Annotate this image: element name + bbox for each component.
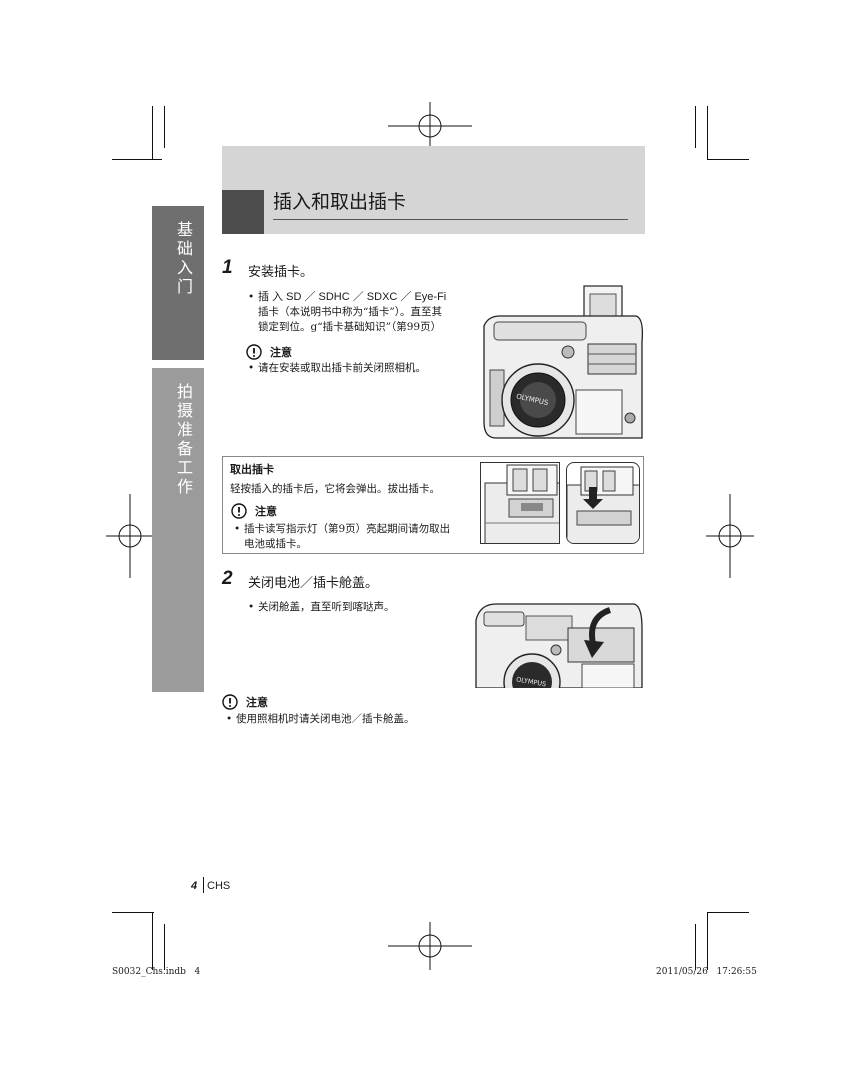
caution-label: 注意 — [270, 346, 292, 359]
page-number-divider — [203, 877, 204, 893]
step-1-bullet: • 插 入 SD ／ SDHC ／ SDXC ／ Eye-Fi 插卡（本说明书中… — [248, 290, 468, 335]
step-1-caution-text: •请在安装或取出插卡前关闭照相机。 — [248, 362, 426, 374]
caution-icon — [222, 694, 238, 710]
camera-illustration — [566, 462, 640, 544]
step-2-bullet-text: 关闭舱盖，直至听到喀哒声。 — [258, 601, 395, 613]
registration-mark-icon — [706, 494, 754, 578]
bottom-caution-text: •使用照相机时请关闭电池／插卡舱盖。 — [226, 713, 415, 725]
caution-icon — [231, 503, 247, 519]
remove-card-text: 轻按插入的插卡后，它将会弹出。拔出插卡。 — [230, 483, 440, 495]
step-1-caution: 注意 — [246, 344, 292, 360]
file-name: S0032_Chs.indb 4 — [112, 967, 201, 977]
side-tab-basics: 基础入门 — [152, 206, 204, 360]
caution-text: 使用照相机时请关闭电池／插卡舱盖。 — [236, 713, 415, 725]
side-tab-basics-label: 基础入门 — [176, 220, 193, 296]
language-code: CHS — [207, 880, 231, 892]
remove-card-caution-text: • 插卡读写指示灯（第9页）亮起期间请勿取出 电池或插卡。 — [234, 522, 474, 552]
camera-illustration: OLYMPUS — [483, 285, 644, 439]
registration-mark-icon — [388, 922, 472, 970]
step-2-title: 关闭电池／插卡舱盖。 — [248, 576, 379, 591]
step-1-bullet-line: 插 入 SD ／ SDHC ／ SDXC ／ Eye-Fi — [258, 291, 447, 303]
caution-label: 注意 — [255, 505, 277, 518]
step-1-bullet-line: 插卡（本说明书中称为“插卡”）。直至其 — [258, 306, 442, 318]
page-number: 4 — [191, 880, 198, 892]
step-2-bullet: •关闭舱盖，直至听到喀哒声。 — [248, 601, 395, 613]
registration-mark-icon — [106, 494, 154, 578]
step-1-title: 安装插卡。 — [248, 265, 314, 280]
side-tab-preparation: 拍摄准备工作 — [152, 368, 204, 692]
registration-mark-icon — [388, 102, 472, 150]
bottom-caution: 注意 — [222, 694, 268, 710]
remove-card-box — [222, 456, 644, 554]
remove-card-caution: 注意 — [231, 503, 277, 519]
header-rule — [273, 219, 628, 220]
caution-icon — [246, 344, 262, 360]
camera-illustration — [480, 462, 560, 544]
side-tab-prep-label: 拍摄准备工作 — [176, 382, 193, 496]
page-title: 插入和取出插卡 — [273, 191, 407, 213]
step-1-number: 1 — [222, 257, 233, 278]
timestamp: 2011/05/26 17:26:55 — [656, 967, 757, 977]
header-accent-block — [222, 190, 264, 234]
caution-text-line: 电池或插卡。 — [244, 538, 307, 550]
step-1-bullet-line: 锁定到位。g“插卡基础知识”（第99页） — [258, 321, 442, 333]
camera-illustration: OLYMPUS — [475, 603, 643, 688]
step-2-number: 2 — [222, 568, 233, 589]
caution-label: 注意 — [246, 696, 268, 709]
caution-text-line: 插卡读写指示灯（第9页）亮起期间请勿取出 — [244, 523, 451, 535]
remove-card-title: 取出插卡 — [230, 463, 274, 476]
caution-text: 请在安装或取出插卡前关闭照相机。 — [258, 362, 426, 374]
